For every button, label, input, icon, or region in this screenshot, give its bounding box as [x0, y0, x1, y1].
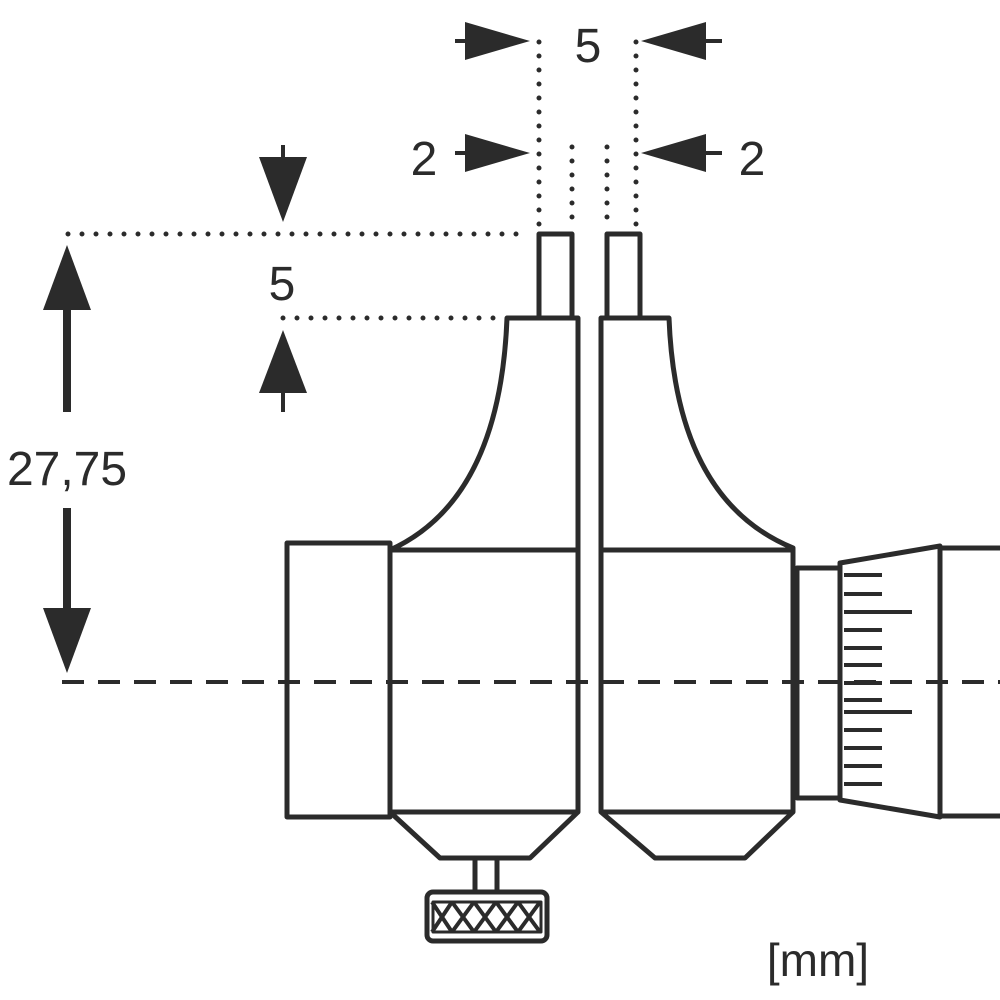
down-pointing-arrow-icon [259, 157, 307, 222]
locking-screw [424, 855, 550, 944]
unit-label: [mm] [767, 934, 869, 986]
right-spindle-body [598, 231, 796, 861]
micrometer-thimble [794, 543, 1000, 820]
tip-length-dimension: 5 [65, 145, 528, 412]
top-width-label: 5 [575, 20, 602, 73]
up-pointing-arrow-icon [43, 245, 91, 310]
right-pointing-arrow-icon [465, 22, 530, 60]
height-dimension: 27,75 [7, 245, 127, 673]
left-pointing-arrow-icon [641, 22, 706, 60]
right-jaw-width-dimension: 2 [641, 133, 765, 186]
extension-lines [536, 39, 639, 229]
up-pointing-arrow-icon [259, 330, 307, 393]
left-jaw-width-label: 2 [411, 133, 438, 186]
height-label: 27,75 [7, 443, 127, 496]
top-width-dimension: 5 [455, 20, 722, 73]
scale-graduation-ticks [844, 573, 912, 786]
left-jaw-width-dimension: 2 [411, 133, 530, 186]
left-pointing-arrow-icon [641, 134, 706, 172]
right-pointing-arrow-icon [465, 134, 530, 172]
tip-length-label: 5 [269, 258, 296, 311]
knurl-pattern-icon [430, 900, 542, 934]
down-pointing-arrow-icon [43, 608, 91, 673]
left-anvil-body [284, 231, 581, 861]
right-jaw-width-label: 2 [739, 133, 766, 186]
